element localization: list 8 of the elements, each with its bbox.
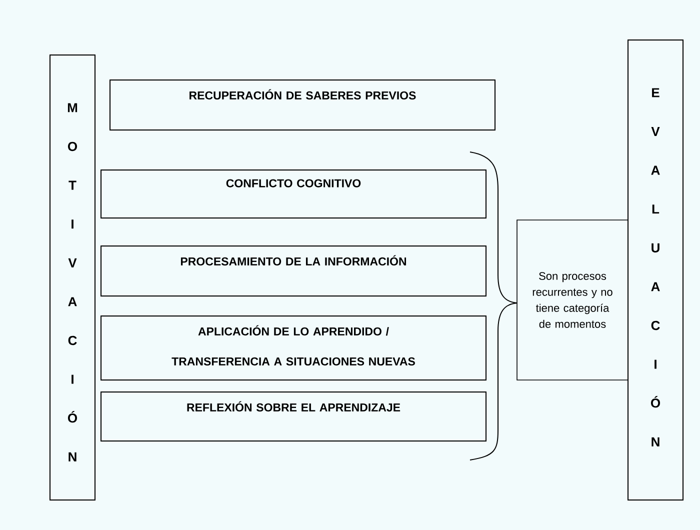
process-box: RECUPERACIÓN DE SABERES PREVIOS [110, 80, 496, 130]
vertical-label-box: M O T I V A C I Ó N [50, 54, 96, 500]
process-box: REFLEXIÓN SOBRE EL APRENDIZAJE [100, 392, 486, 442]
process-box: PROCESAMIENTO DE LA INFORMACIÓN [100, 246, 486, 296]
vertical-label-box: E V A L U A C I Ó N [628, 40, 684, 500]
process-box: APLICACIÓN DE LO APRENDIDO / TRANSFERENCIA A SITUACIONES NUEVAS [100, 316, 486, 380]
process-box: CONFLICTO COGNITIVO [100, 170, 486, 218]
note-box: Son procesos recurrentes y no tiene categoría de momentos [516, 220, 628, 380]
